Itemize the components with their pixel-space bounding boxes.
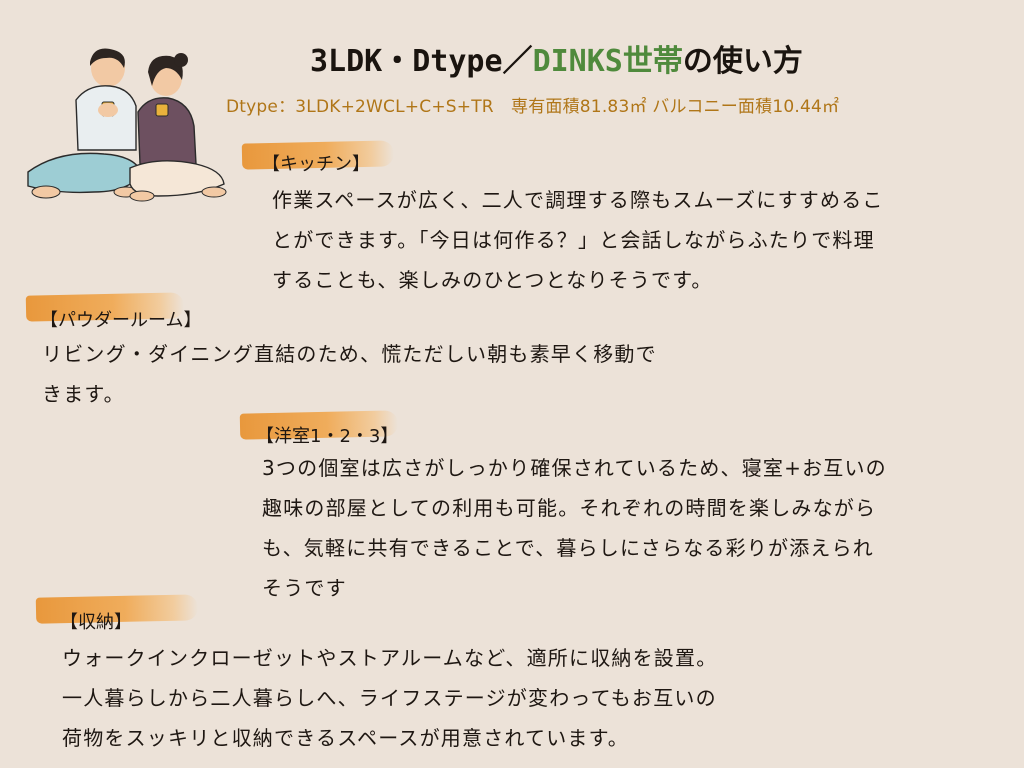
text-line: も、気軽に共有できることで、暮らしにさらなる彩りが添えられ [262, 536, 874, 560]
text-line: そうです [262, 576, 347, 600]
title-accent: DINKS世帯 [532, 44, 683, 79]
floorplan-subtitle: Dtype：3LDK+2WCL+C+S+TR 専有面積81.83㎡ バルコニー面… [226, 97, 840, 117]
section-heading-powder-room: 【パウダールーム】 [40, 310, 202, 331]
title-tail: の使い方 [682, 44, 803, 79]
text-line: 趣味の部屋としての利用も可能。それぞれの時間を楽しみながら [262, 496, 877, 520]
text-line: 3つの個室は広さがしっかり確保されているため、寝室+お互いの [262, 456, 887, 480]
page-title: 3LDK・Dtype／DINKS世帯の使い方 [310, 36, 803, 80]
section-body-kitchen: 作業スペースが広く、二人で調理する際もスムーズにすすめるこ とができます。「今日… [272, 180, 884, 300]
text-line: 荷物をスッキリと収納できるスペースが用意されています。 [62, 726, 629, 750]
text-line: 作業スペースが広く、二人で調理する際もスムーズにすすめるこ [272, 188, 884, 212]
section-heading-storage: 【収納】 [60, 612, 132, 633]
text-line: きます。 [42, 382, 125, 406]
section-body-storage: ウォークインクローゼットやストアルームなど、適所に収納を設置。 一人暮らしから二… [62, 638, 717, 758]
text-line: ウォークインクローゼットやストアルームなど、適所に収納を設置。 [62, 646, 718, 670]
section-body-western-rooms: 3つの個室は広さがしっかり確保されているため、寝室+お互いの 趣味の部屋としての… [262, 448, 887, 608]
section-body-powder-room: リビング・ダイニング直結のため、慌ただしい朝も素早く移動で きます。 [42, 334, 657, 414]
title-main: 3LDK・Dtype／ [310, 44, 533, 79]
text-line: することも、楽しみのひとつとなりそうです。 [272, 268, 713, 292]
section-heading-kitchen: 【キッチン】 [262, 154, 370, 175]
text-line: リビング・ダイニング直結のため、慌ただしい朝も素早く移動で [42, 342, 657, 366]
couple-illustration [18, 46, 238, 206]
text-line: とができます。「今日は何作る？」と会話しながらふたりで料理 [272, 228, 875, 252]
section-heading-western-rooms: 【洋室1・2・3】 [256, 426, 399, 447]
text-line: 一人暮らしから二人暮らしへ、ライフステージが変わってもお互いの [62, 686, 717, 710]
